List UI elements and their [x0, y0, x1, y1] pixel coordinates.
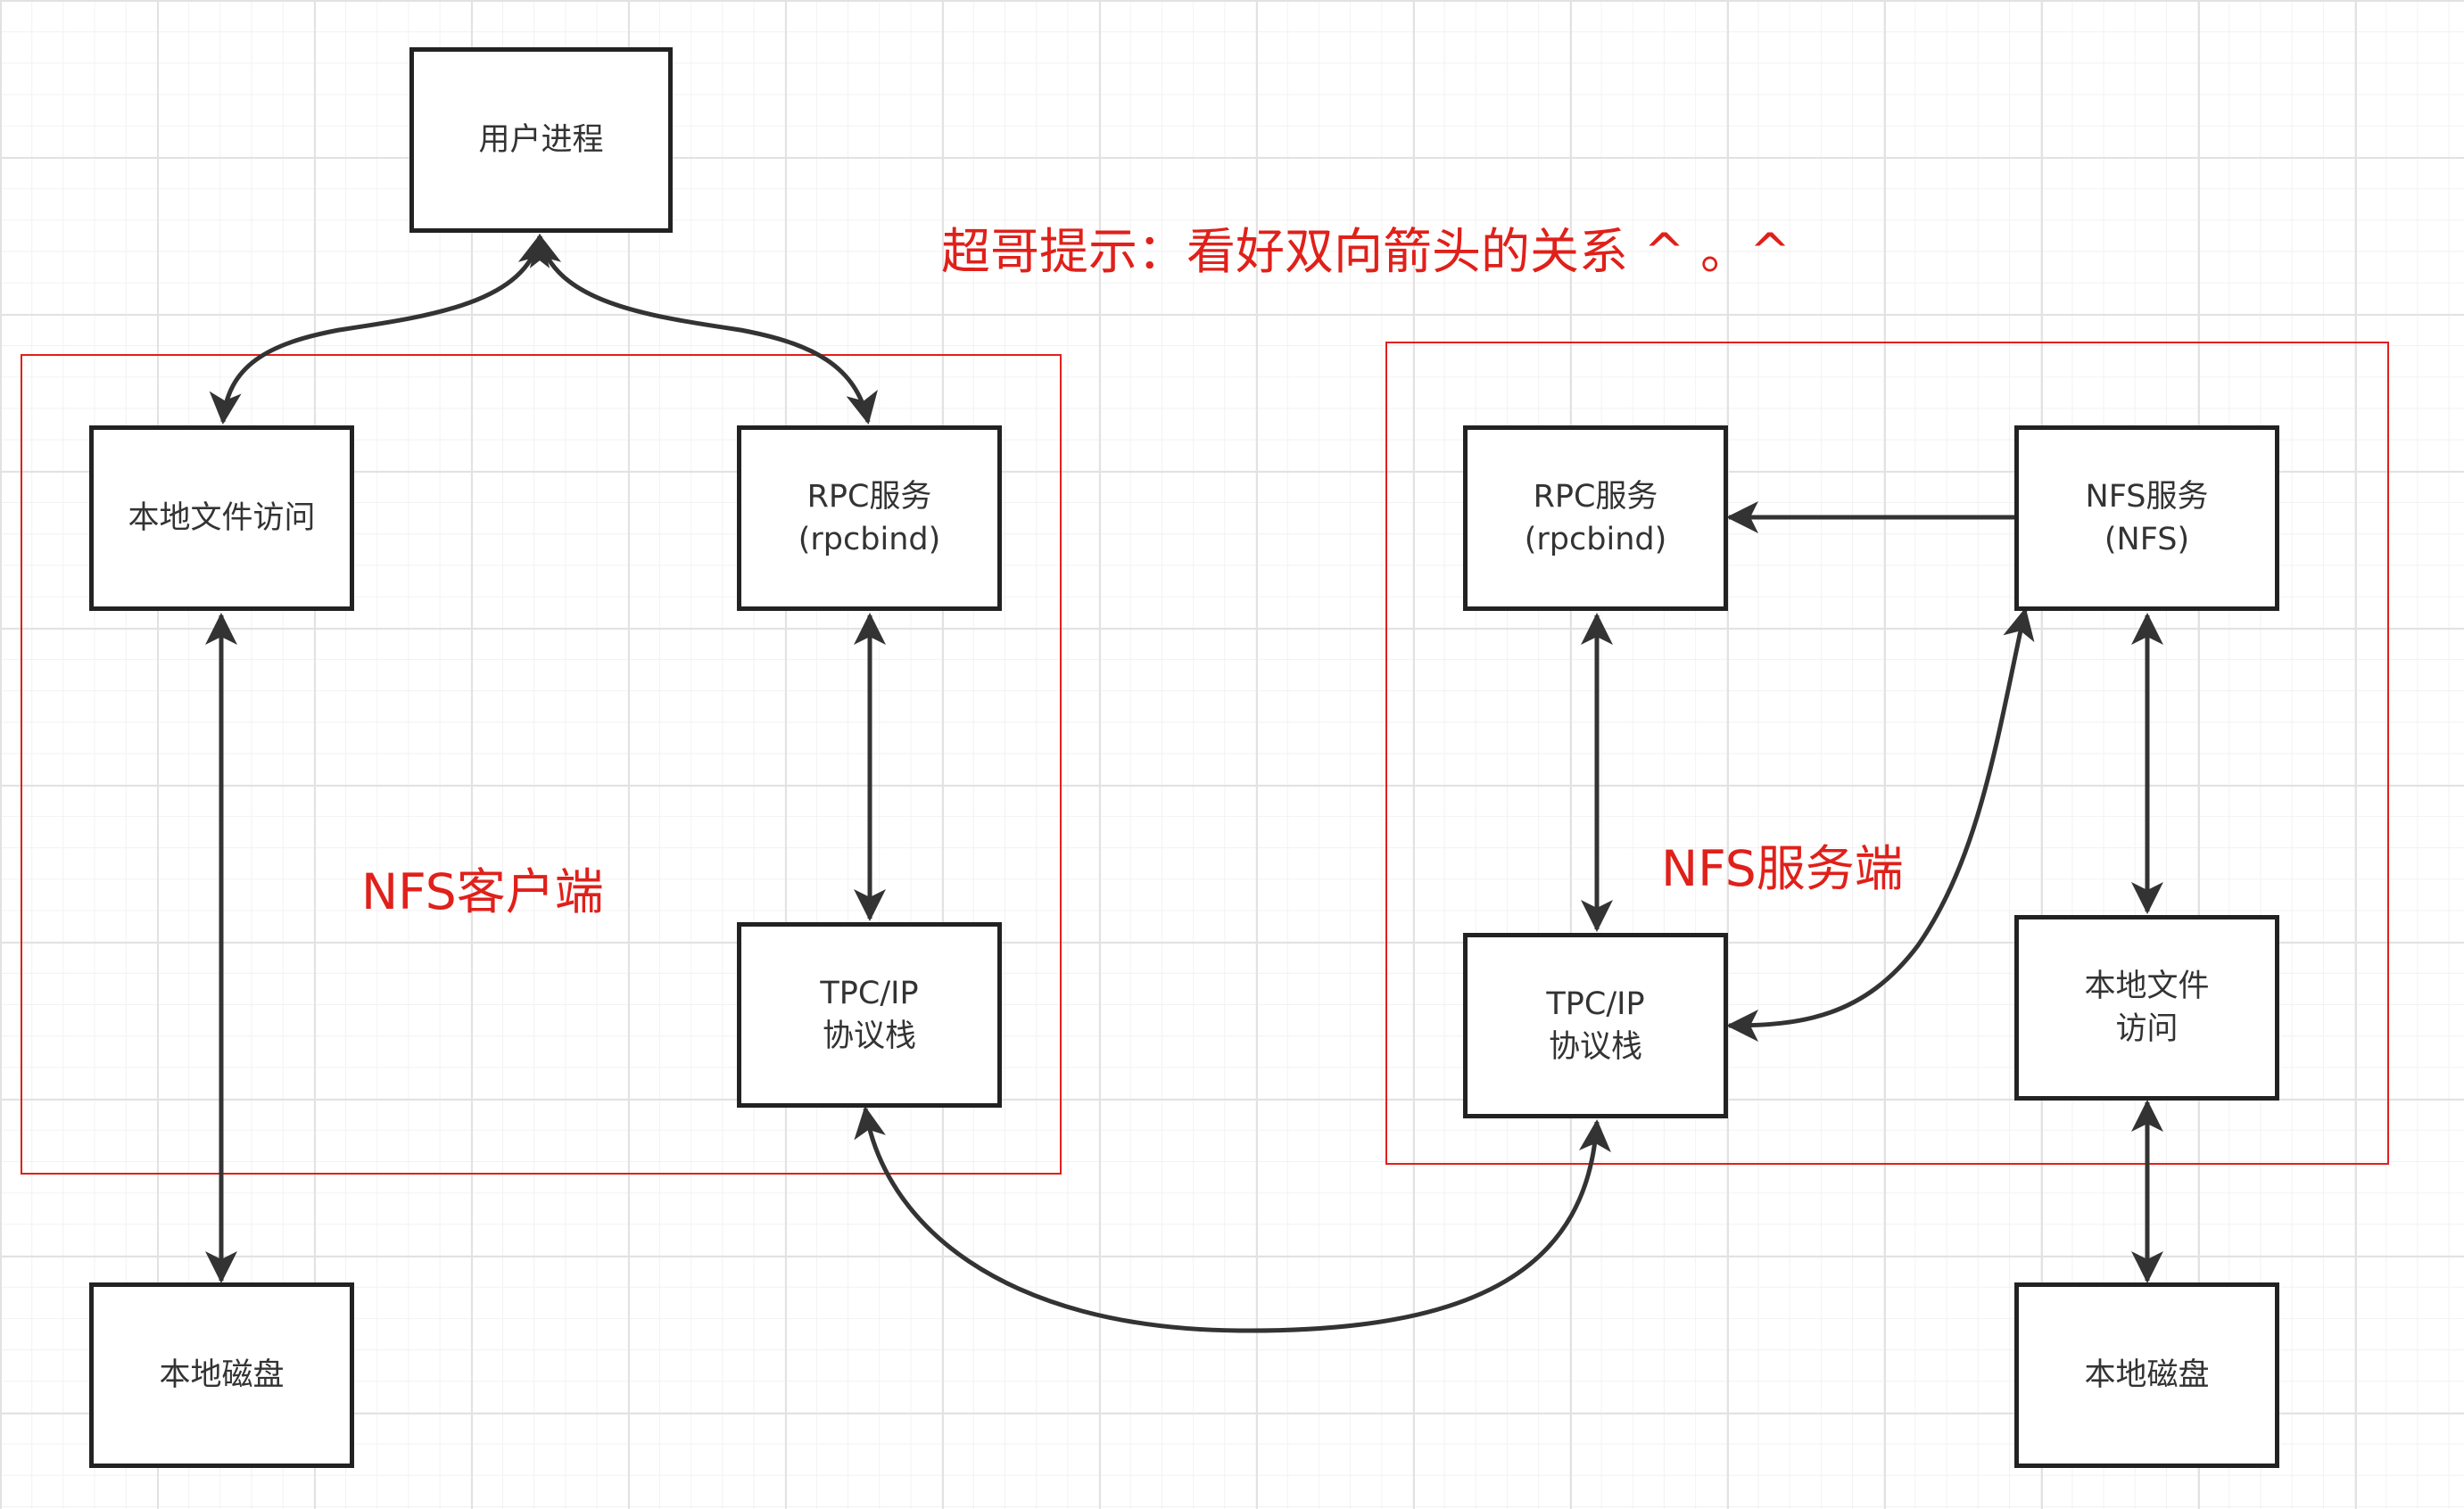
client-group-label: NFS客户端 [361, 863, 604, 920]
node-server-local-file-access-label-2: 访问 [2115, 1011, 2179, 1047]
node-server-tcpip-stack-label-2: 协议栈 [1548, 1029, 1642, 1065]
node-server-rpc-service[interactable]: RPC服务 (rpcbind) [1463, 425, 1728, 611]
server-group-frame [1385, 342, 2389, 1165]
node-client-local-disk-label: 本地磁盘 [159, 1357, 285, 1393]
node-client-local-file-access-label: 本地文件访问 [128, 500, 316, 536]
node-client-tcpip-stack-label-2: 协议栈 [822, 1018, 916, 1054]
node-server-local-file-access-label-1: 本地文件 [2084, 969, 2210, 1004]
node-client-tcpip-stack[interactable]: TPC/IP 协议栈 [737, 922, 1002, 1108]
edge-user-to-client-rpc [529, 234, 878, 425]
node-client-rpc-service-label-1: RPC服务 [806, 479, 932, 515]
node-server-nfs-service[interactable]: NFS服务 (NFS) [2014, 425, 2279, 611]
node-client-tcpip-stack-label-1: TPC/IP [820, 976, 919, 1011]
edge-client-tcpip-to-server-tcpip [854, 1106, 1611, 1333]
node-server-local-file-access[interactable]: 本地文件 访问 [2014, 915, 2279, 1101]
node-client-local-file-access[interactable]: 本地文件访问 [89, 425, 354, 611]
edge-server-nfs-to-tcpip [1726, 607, 2035, 1042]
node-server-nfs-service-label-1: NFS服务 [2085, 479, 2209, 515]
node-client-rpc-service[interactable]: RPC服务 (rpcbind) [737, 425, 1002, 611]
tip-annotation: 超哥提示：看好双向箭头的关系 ^ 。^ [941, 223, 1791, 280]
node-user-process-label: 用户进程 [478, 122, 604, 158]
node-server-rpc-service-label-2: (rpcbind) [1524, 522, 1667, 557]
node-server-nfs-service-label-2: (NFS) [2104, 522, 2190, 557]
node-server-tcpip-stack-label-1: TPC/IP [1546, 986, 1645, 1022]
node-server-local-disk-label: 本地磁盘 [2084, 1357, 2210, 1393]
server-group-label: NFS服务端 [1661, 840, 1904, 897]
node-server-tcpip-stack[interactable]: TPC/IP 协议栈 [1463, 933, 1728, 1118]
node-server-local-disk[interactable]: 本地磁盘 [2014, 1282, 2279, 1468]
node-server-rpc-service-label-1: RPC服务 [1533, 479, 1658, 515]
node-client-rpc-service-label-2: (rpcbind) [798, 522, 941, 557]
node-client-local-disk[interactable]: 本地磁盘 [89, 1282, 354, 1468]
node-user-process[interactable]: 用户进程 [409, 47, 673, 233]
edge-user-to-client-file-access [209, 234, 550, 425]
